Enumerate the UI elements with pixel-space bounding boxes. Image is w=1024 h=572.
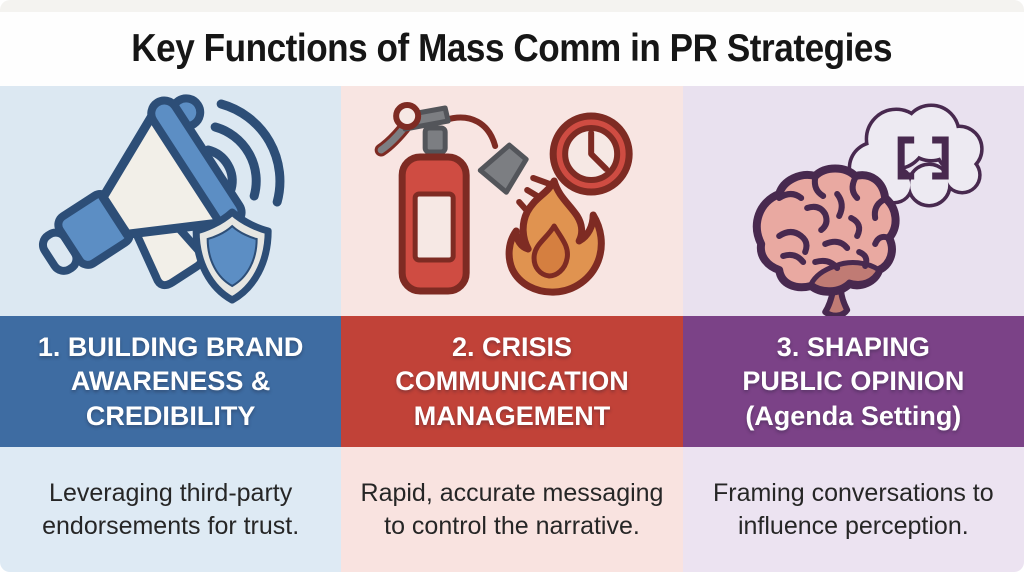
icon-panel-public-opinion <box>682 86 1024 316</box>
nozzle <box>478 142 529 195</box>
description-text-1: Leveraging third-party endorsements for … <box>42 478 300 540</box>
icon-panel-brand-awareness <box>0 86 342 316</box>
brain-gyri <box>775 175 892 271</box>
description-crisis-communication: Rapid, accurate messaging to control the… <box>341 447 683 572</box>
fire-extinguisher-scene-icon <box>374 102 633 296</box>
description-brand-awareness: Leveraging third-party endorsements for … <box>0 447 342 572</box>
columns-grid: 1. BUILDING BRAND AWARENESS & CREDIBILIT… <box>0 86 1024 572</box>
band-title-1: 1. BUILDING BRAND AWARENESS & CREDIBILIT… <box>37 332 304 431</box>
megaphone-shield-icon <box>38 94 285 304</box>
clock-icon <box>549 112 633 196</box>
brain-thought-bubble-icon <box>752 103 984 316</box>
brain-icon <box>752 164 900 316</box>
band-title-2: 2. CRISIS COMMUNICATION MANAGEMENT <box>395 332 629 431</box>
band-brand-awareness: 1. BUILDING BRAND AWARENESS & CREDIBILIT… <box>0 316 342 447</box>
band-public-opinion: 3. SHAPING PUBLIC OPINION (Agenda Settin… <box>682 316 1024 447</box>
description-text-2: Rapid, accurate messaging to control the… <box>360 478 664 540</box>
header: Key Functions of Mass Comm in PR Strateg… <box>0 12 1024 86</box>
flame-icon <box>505 177 606 296</box>
page-title: Key Functions of Mass Comm in PR Strateg… <box>131 27 893 70</box>
shield-icon <box>192 208 272 304</box>
description-public-opinion: Framing conversations to influence perce… <box>682 447 1024 572</box>
top-strip <box>0 0 1024 12</box>
focus-frame-icon <box>897 136 949 180</box>
band-crisis-communication: 2. CRISIS COMMUNICATION MANAGEMENT <box>341 316 683 447</box>
sound-waves-icon <box>203 99 285 207</box>
band-title-3: 3. SHAPING PUBLIC OPINION (Agenda Settin… <box>742 332 965 431</box>
description-text-3: Framing conversations to influence perce… <box>712 478 994 540</box>
megaphone-icon <box>38 94 246 290</box>
icon-panel-crisis-communication <box>341 86 683 316</box>
